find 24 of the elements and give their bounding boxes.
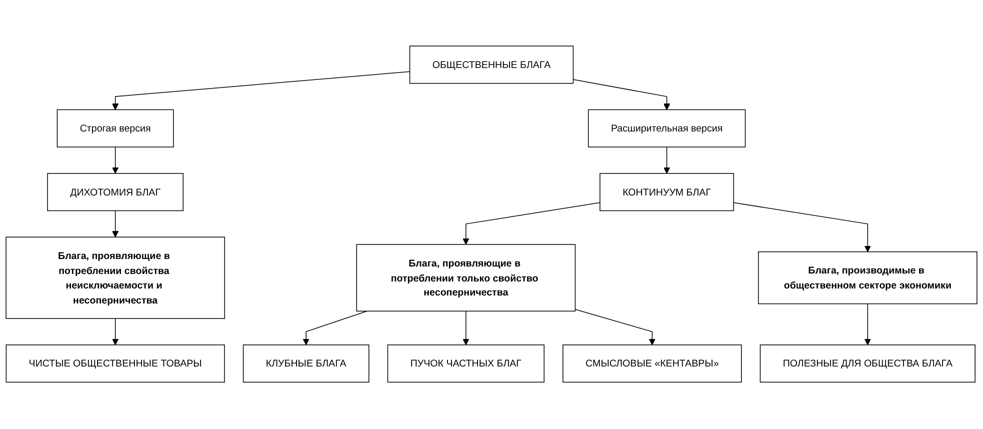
node-box: ЧИСТЫЕ ОБЩЕСТВЕННЫЕ ТОВАРЫ — [6, 344, 225, 383]
arrow — [462, 311, 470, 346]
arrow — [572, 80, 670, 110]
arrow — [112, 72, 410, 110]
node-box: ПУЧОК ЧАСТНЫХ БЛАГ — [387, 344, 544, 383]
node-box: Расширительная версия — [588, 110, 746, 148]
arrow — [112, 210, 119, 238]
arrow — [112, 318, 119, 346]
node-box: Строгая версия — [56, 110, 174, 148]
arrow — [663, 147, 670, 174]
arrow — [112, 147, 119, 174]
node-box: ДИХОТОМИЯ БЛАГ — [47, 173, 184, 212]
arrow — [733, 202, 871, 252]
node-box: ПОЛЕЗНЫЕ ДЛЯ ОБЩЕСТВА БЛАГА — [760, 344, 976, 383]
arrow — [864, 304, 871, 346]
arrow — [574, 309, 656, 346]
node-box: Блага, производимые в общественном секторе экономики — [758, 252, 978, 305]
node-box: СМЫСЛОВЫЕ «КЕНТАВРЫ» — [562, 344, 742, 383]
node-box: КЛУБНЫЕ БЛАГА — [242, 344, 370, 383]
node-box: Блага, проявляющие в потреблении свойства неисключаемости и несоперничества — [6, 237, 225, 320]
arrow — [462, 202, 600, 246]
node-box: ОБЩЕСТВЕННЫЕ БЛАГА — [409, 46, 574, 84]
node-box: Блага, проявляющие в потреблении только свойство несоперничества — [356, 244, 576, 312]
node-box: КОНТИНУУМ БЛАГ — [600, 173, 734, 212]
